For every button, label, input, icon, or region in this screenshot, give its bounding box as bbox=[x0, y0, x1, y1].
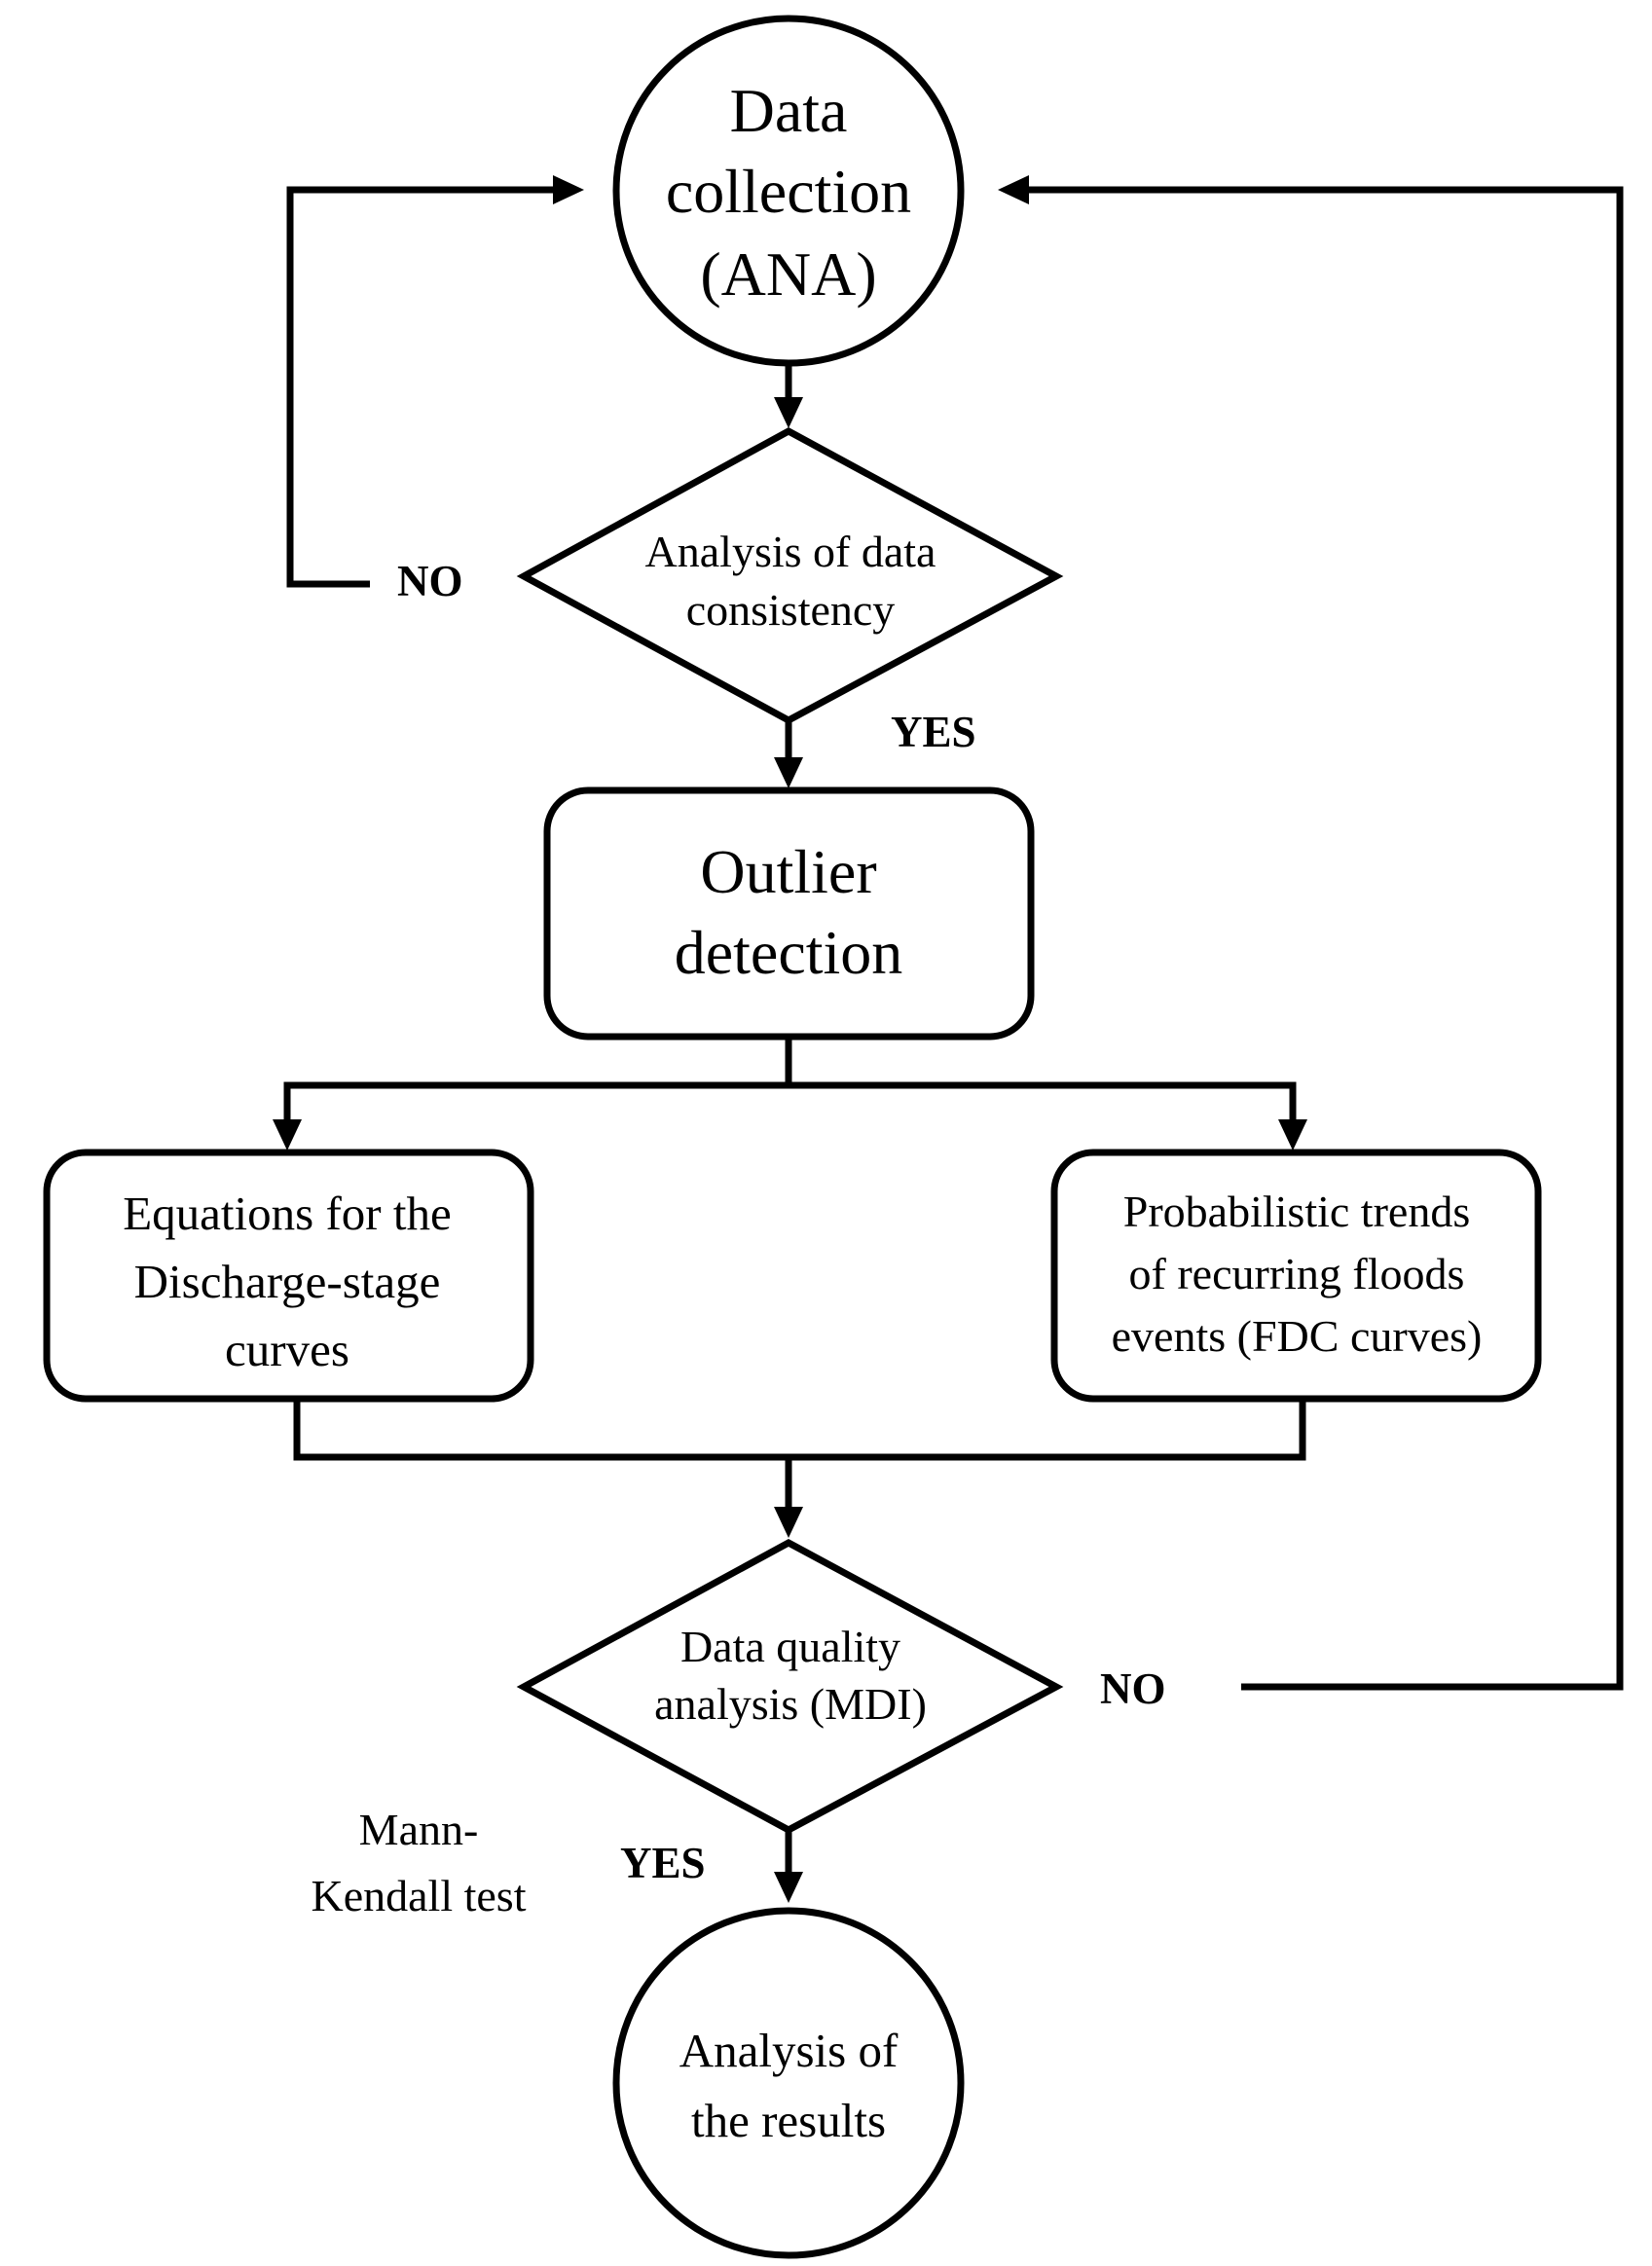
node-outlier-line-2: detection bbox=[675, 918, 903, 987]
arrowhead-results bbox=[774, 1872, 803, 1903]
node-discharge-stage: Equations for the Discharge-stage curves bbox=[43, 1149, 534, 1403]
node-consistency-decision: Analysis of data consistency bbox=[516, 427, 1064, 724]
label-consistency-yes: YES bbox=[891, 708, 976, 756]
node-consistency-line-1: Analysis of data bbox=[645, 527, 936, 576]
arrowhead-discharge bbox=[273, 1119, 302, 1151]
arrowhead-outlier bbox=[774, 757, 803, 788]
connector-outlier-split-right bbox=[789, 1081, 1297, 1121]
arrowhead-probabilistic bbox=[1278, 1119, 1307, 1151]
node-data-collection-line-1: Data bbox=[730, 76, 848, 145]
connector-merge bbox=[293, 1397, 1306, 1461]
arrowhead-consistency bbox=[774, 397, 803, 428]
label-mann-kendall-line-2: Kendall test bbox=[312, 1871, 527, 1920]
label-quality-no: NO bbox=[1100, 1664, 1166, 1713]
label-consistency-no: NO bbox=[397, 557, 463, 605]
node-quality-decision: Data quality analysis (MDI) bbox=[516, 1539, 1064, 1834]
label-quality-yes: YES bbox=[620, 1839, 706, 1887]
node-discharge-line-1: Equations for the bbox=[123, 1187, 451, 1240]
node-probabilistic-line-1: Probabilistic trends bbox=[1123, 1187, 1470, 1236]
node-results-line-2: the results bbox=[691, 2094, 886, 2147]
connector-quality-no-loop bbox=[1027, 186, 1624, 1691]
node-data-collection-line-3: (ANA) bbox=[700, 239, 876, 309]
node-discharge-line-2: Discharge-stage bbox=[134, 1255, 441, 1308]
connector-outlier-split bbox=[283, 1037, 792, 1121]
connector-consistency-no-loop bbox=[286, 186, 555, 588]
node-discharge-line-3: curves bbox=[225, 1323, 349, 1376]
arrowhead-collection-right bbox=[998, 175, 1029, 204]
node-probabilistic-line-3: events (FDC curves) bbox=[1112, 1311, 1483, 1361]
node-quality-line-2: analysis (MDI) bbox=[654, 1679, 927, 1729]
node-data-collection-line-2: collection bbox=[666, 157, 911, 226]
node-data-collection: Data collection (ANA) bbox=[612, 15, 965, 367]
node-consistency-line-2: consistency bbox=[686, 585, 896, 635]
node-probabilistic-line-2: of recurring floods bbox=[1129, 1249, 1465, 1298]
node-outlier-line-1: Outlier bbox=[700, 837, 876, 906]
arrowhead-collection-left bbox=[553, 175, 584, 204]
node-results-line-1: Analysis of bbox=[679, 2024, 899, 2077]
arrowhead-quality bbox=[774, 1507, 803, 1538]
label-mann-kendall-line-1: Mann- bbox=[359, 1805, 479, 1854]
node-probabilistic-trends: Probabilistic trends of recurring floods… bbox=[1050, 1149, 1542, 1403]
node-quality-line-1: Data quality bbox=[680, 1622, 900, 1671]
node-analysis-results: Analysis of the results bbox=[612, 1907, 965, 2259]
node-outlier-detection: Outlier detection bbox=[543, 786, 1035, 1041]
